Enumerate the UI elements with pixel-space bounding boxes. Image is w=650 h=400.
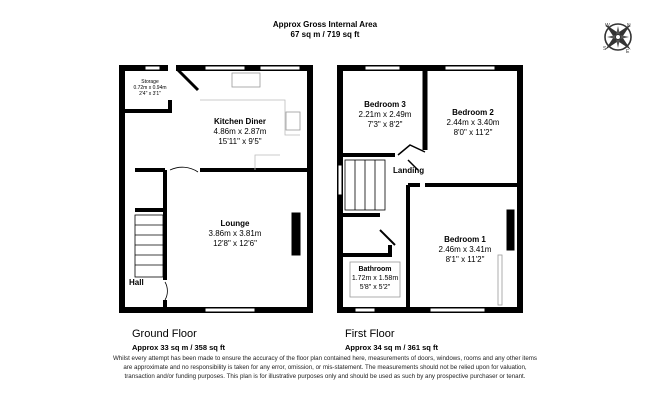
floor-area: Approx 34 sq m / 361 sq ft	[345, 343, 438, 352]
first-floor-caption: First Floor Approx 34 sq m / 361 sq ft	[345, 328, 438, 352]
room-landing: Landing	[393, 166, 425, 175]
room-bathroom: Bathroom 1.72m x 1.58m 5'8" x 5'2"	[346, 265, 404, 292]
room-imperial: 8'1" x 11'2"	[445, 255, 485, 264]
room-metric: 2.21m x 2.49m	[358, 110, 412, 119]
room-name: Lounge	[220, 219, 250, 228]
room-kitchen-diner: Kitchen Diner 4.86m x 2.87m 15'11" x 9'5…	[190, 117, 290, 147]
room-bedroom-2: Bedroom 2 2.44m x 3.40m 8'0" x 11'2"	[428, 108, 518, 138]
room-imperial: 8'0" x 11'2"	[453, 128, 493, 137]
room-name: Bedroom 2	[452, 108, 494, 117]
ground-floor-caption: Ground Floor Approx 33 sq m / 358 sq ft	[132, 328, 225, 352]
room-hall: Hall	[129, 278, 144, 287]
room-metric: 4.86m x 2.87m	[213, 127, 267, 136]
room-storage: Storage 0.72m x 0.94m 2'4" x 3'1"	[126, 79, 174, 97]
room-name: Storage	[141, 79, 159, 85]
floor-name: First Floor	[345, 328, 395, 340]
header-area: 67 sq m / 719 sq ft	[290, 30, 360, 39]
room-metric: 3.86m x 3.81m	[208, 229, 262, 238]
header-title: Approx Gross Internal Area	[272, 20, 378, 29]
room-metric: 0.72m x 0.94m	[133, 85, 167, 91]
compass-n: N	[627, 23, 631, 29]
compass-w: W	[605, 23, 610, 29]
room-bedroom-1: Bedroom 1 2.46m x 3.41m 8'1" x 11'2"	[420, 235, 510, 265]
plan-header: Approx Gross Internal Area 67 sq m / 719…	[0, 20, 650, 40]
room-imperial: 15'11" x 9'5"	[218, 137, 262, 146]
room-name: Kitchen Diner	[213, 117, 266, 126]
room-metric: 2.44m x 3.40m	[446, 118, 500, 127]
room-metric: 1.72m x 1.58m	[351, 275, 399, 282]
room-name: Bedroom 3	[364, 100, 406, 109]
floor-area: Approx 33 sq m / 358 sq ft	[132, 343, 225, 352]
compass-s: S	[603, 46, 607, 52]
room-imperial: 5'8" x 5'2"	[359, 284, 391, 291]
disclaimer-text: Whilst every attempt has been made to en…	[112, 355, 538, 380]
room-imperial: 2'4" x 3'1"	[139, 91, 161, 97]
room-metric: 2.46m x 3.41m	[438, 245, 492, 254]
room-bedroom-3: Bedroom 3 2.21m x 2.49m 7'3" x 8'2"	[345, 100, 425, 130]
compass-rose-icon: N E S W	[603, 23, 632, 55]
room-name: Bedroom 1	[444, 235, 486, 244]
room-lounge: Lounge 3.86m x 3.81m 12'8" x 12'6"	[185, 219, 285, 249]
room-name: Bathroom	[358, 266, 392, 273]
ground-floor-plan	[119, 65, 313, 313]
floor-name: Ground Floor	[132, 328, 197, 340]
first-floor-plan	[337, 65, 523, 313]
compass-e: E	[626, 49, 630, 55]
room-imperial: 12'8" x 12'6"	[213, 239, 257, 248]
room-imperial: 7'3" x 8'2"	[367, 120, 403, 129]
